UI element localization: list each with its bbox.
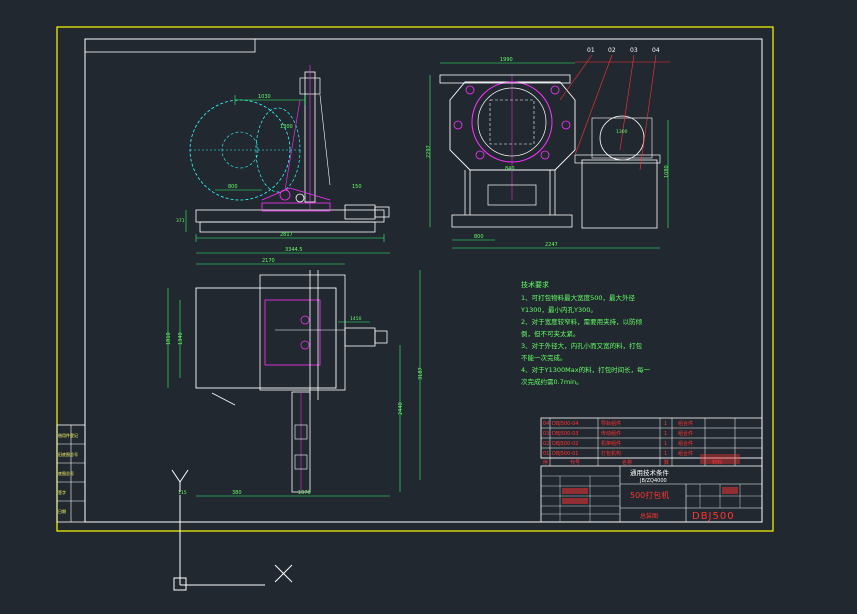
header-no: 序 [543, 459, 548, 466]
technical-notes: 技术要求 1、可打包物料最大宽度500，最大外径 Y1300，最小内孔Y300。… [520, 280, 651, 386]
left-strip-label-2: 底图总号 [58, 470, 74, 476]
notes-line-7: 4、对于Y1300Max的料，打包时间长，每一 [521, 365, 651, 374]
dim-top-right-inner: 2440 [398, 402, 404, 415]
notes-line-2: Y1300，最小内孔Y300。 [520, 305, 597, 314]
part-row-2-no: 03 [543, 431, 549, 437]
dim-top-right-outer: 3187 [418, 367, 424, 380]
part-row-4-no: 01 [543, 451, 549, 457]
dim-side-inner: 840 [505, 166, 515, 172]
top-left-tab [84, 38, 256, 53]
notes-line-6: 不能一次完成。 [521, 353, 567, 362]
notes-line-1: 1、可打包物料最大宽度500，最大外径 [521, 293, 636, 302]
dim-side-right: 1080 [664, 165, 670, 178]
dim-top-bottom-1: 380 [232, 490, 242, 496]
dim-front-base: 800 [228, 184, 238, 190]
dim-top-total: 3344.5 [285, 247, 303, 253]
dim-top-top: 2170 [262, 258, 275, 264]
balloon-02: 02 [608, 47, 616, 54]
notes-line-8: 次完成约需0.7min。 [521, 377, 583, 386]
side-coil [599, 115, 645, 161]
notes-line-5: 3、对于外径大，内孔小而又宽的料，打包 [521, 341, 643, 350]
top-frame-main [195, 287, 337, 389]
side-cabinet [581, 159, 658, 229]
part-row-4-code: DBJ500-01 [552, 451, 578, 457]
dim-top-left-inner: 1340 [178, 332, 184, 345]
dim-top-mid: 1450 [350, 316, 362, 322]
ucs-icon [171, 469, 293, 591]
part-row-1-no: 04 [543, 421, 549, 427]
title-product: 500打包机 [630, 490, 669, 500]
header-name: 名称 [622, 459, 632, 466]
dim-side-coil: 1300 [616, 129, 628, 135]
balloon-03: 03 [630, 47, 638, 54]
part-row-1-name: 导轨组件 [601, 420, 621, 427]
left-strip-label-1: 旧底图总号 [58, 451, 78, 457]
drawing-border [84, 38, 763, 523]
part-row-4-qty: 1 [664, 451, 667, 457]
left-strip-label-4: 日期 [58, 508, 66, 514]
dim-front-left: 371 [176, 218, 185, 224]
balloon-04: 04 [652, 47, 660, 54]
part-row-3-name: 机架组件 [601, 440, 621, 447]
front-view: 1030 1300 800 2817 371 150 [176, 65, 390, 242]
part-row-1-code: DBJ500-04 [552, 421, 578, 427]
header-code: 代号 [570, 459, 580, 466]
header-mat: 材料 [712, 459, 722, 466]
part-row-2-mat: 组合件 [678, 430, 693, 437]
ucs-x-mark-b [274, 564, 293, 583]
left-strip-label-3: 签字 [58, 489, 66, 495]
part-row-1-mat: 组合件 [678, 420, 693, 427]
notes-line-4: 倒，但不可夹太紧。 [521, 329, 580, 338]
part-row-2-code: DBJ500-03 [552, 431, 578, 437]
title-block: 04 DBJ500-04 导轨组件 1 组合件 03 DBJ500-03 传动组… [540, 417, 763, 523]
front-motor [344, 204, 376, 220]
dim-side-height: 2297 [426, 145, 432, 158]
part-row-3-code: DBJ500-02 [552, 441, 578, 447]
left-strip-label-0: 借用件登记 [58, 432, 78, 438]
dim-front-width: 2817 [280, 232, 293, 238]
dim-front-right: 150 [352, 184, 362, 190]
notes-title: 技术要求 [521, 280, 549, 289]
part-row-2-qty: 1 [664, 431, 667, 437]
front-base [195, 209, 385, 223]
part-row-1-qty: 1 [664, 421, 667, 427]
dim-top-origin: 115 [178, 490, 187, 496]
title-org: 总装图 [640, 512, 658, 520]
dim-side-top: 1990 [500, 57, 513, 63]
part-row-3-no: 02 [543, 441, 549, 447]
notes-line-3: 2、对于宽度较窄料，需要用夹持，以防倾 [521, 317, 643, 326]
dim-side-bottom: 2247 [545, 242, 558, 248]
side-base [451, 214, 573, 228]
part-row-4-mat: 组合件 [678, 450, 693, 457]
title-drawing-no: DBJ500 [692, 511, 735, 522]
top-view: 3344.5 2170 1810 1340 1450 3187 2440 380… [166, 247, 424, 497]
part-row-3-mat: 组合件 [678, 440, 693, 447]
ring-frame [449, 81, 576, 171]
part-row-4-name: 打包机构 [601, 450, 621, 457]
title-standard: 通用技术条件 [630, 468, 670, 477]
side-view: 01 02 03 04 1990 2297 840 800 2247 1080 … [426, 47, 670, 249]
dim-side-bottom-left: 800 [474, 234, 484, 240]
top-motor [344, 327, 376, 347]
part-row-3-qty: 1 [664, 441, 667, 447]
dim-top-left-outer: 1810 [166, 332, 172, 345]
title-code: JB/ZQ4000 [639, 478, 667, 484]
sheet-frame [56, 26, 774, 532]
dim-front-diag: 1300 [280, 124, 293, 130]
dim-front-coil: 1030 [258, 94, 271, 100]
left-strip: 借用件登记 旧底图总号 底图总号 签字 日期 [56, 424, 86, 523]
header-qty: 数 [664, 459, 669, 466]
dim-top-bottom-2: 1070 [298, 490, 311, 496]
balloon-01: 01 [587, 47, 595, 54]
part-row-2-name: 传动组件 [601, 430, 621, 437]
